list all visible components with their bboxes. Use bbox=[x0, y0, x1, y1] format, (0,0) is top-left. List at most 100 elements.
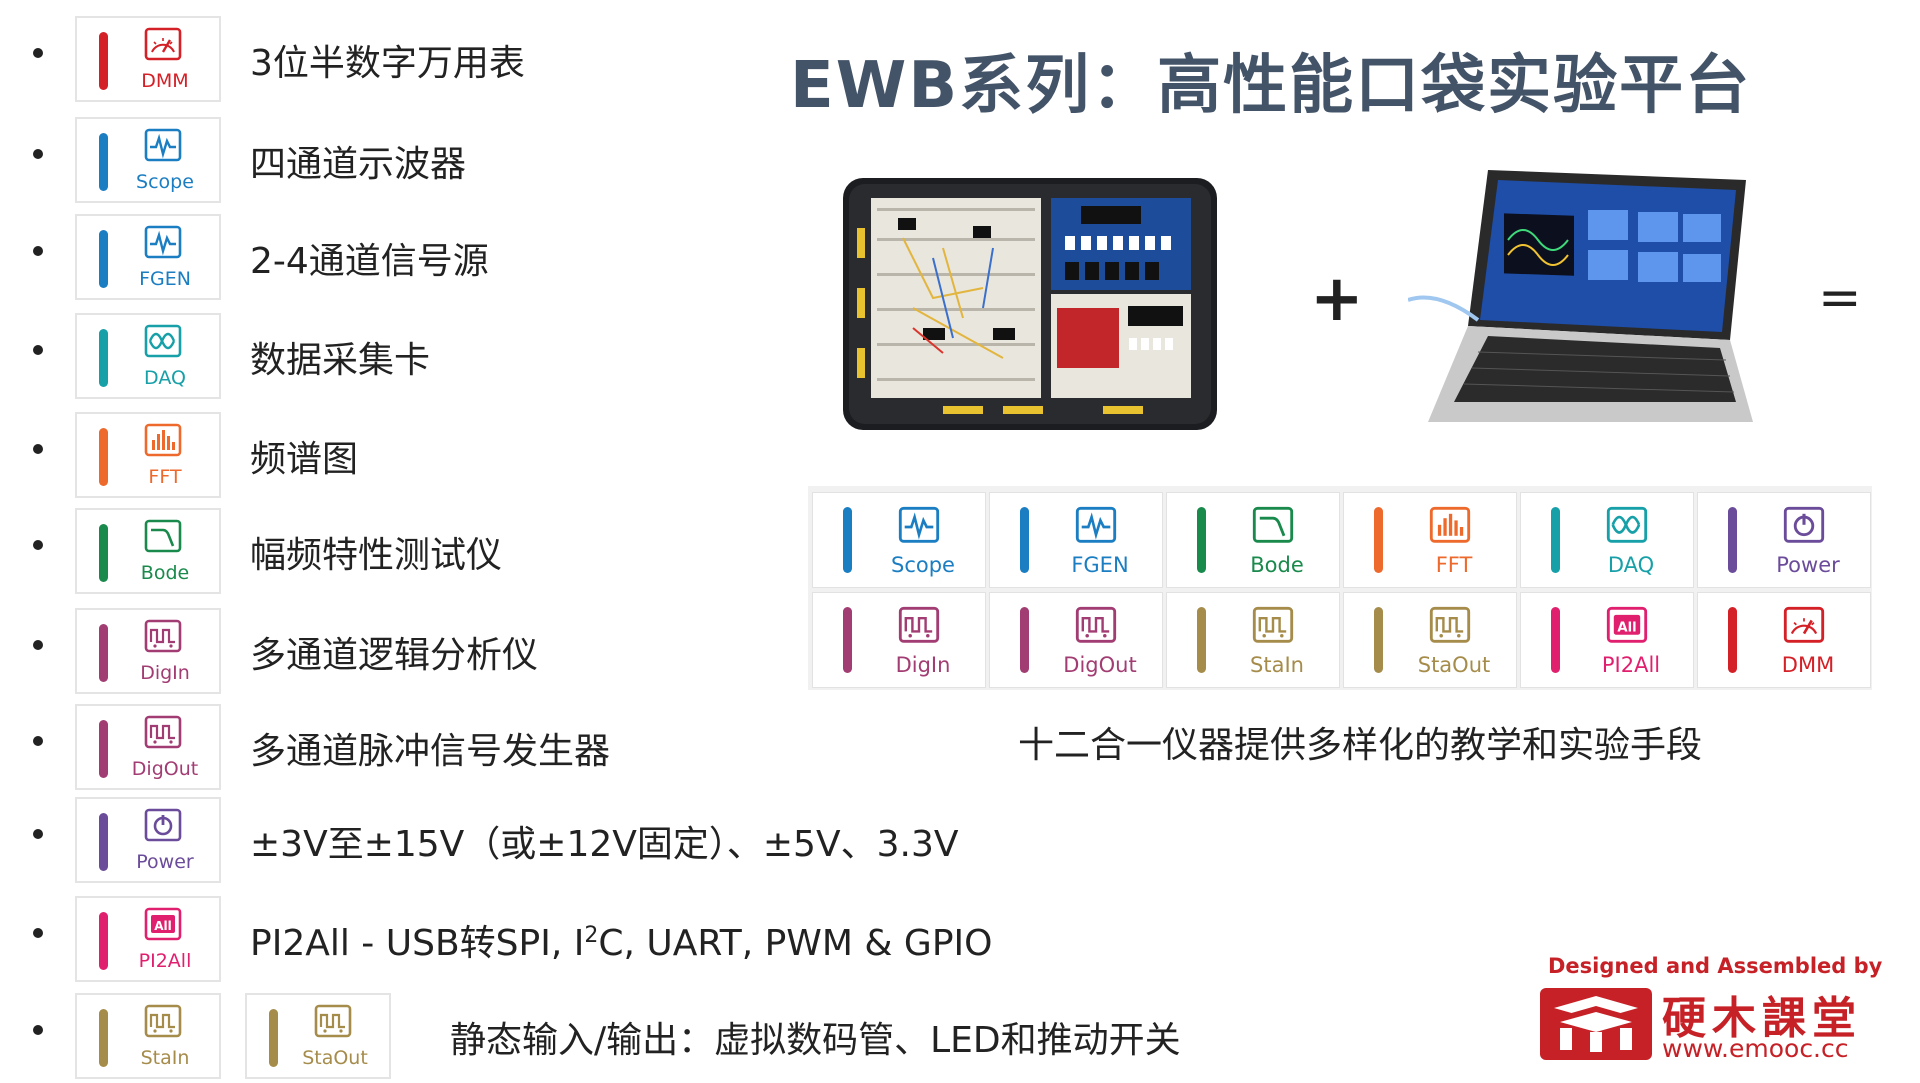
waveform-icon bbox=[143, 127, 183, 167]
page-title: EWB系列：高性能口袋实验平台 bbox=[790, 49, 1752, 123]
instrument-tile-daq[interactable]: DAQ bbox=[75, 313, 221, 399]
instrument-tile-scope[interactable]: Scope bbox=[812, 492, 986, 588]
feature-description: 静态输入/输出：虚拟数码管、LED和推动开关 bbox=[450, 1020, 1181, 1061]
instrument-tile-bode[interactable]: Bode bbox=[1166, 492, 1340, 588]
svg-text:All: All bbox=[154, 919, 172, 933]
instrument-tile-power[interactable]: Power bbox=[1697, 492, 1871, 588]
instrument-tile-dmm[interactable]: DMM bbox=[1697, 592, 1871, 688]
bullet-icon bbox=[33, 829, 43, 839]
equals-sign: = bbox=[1818, 268, 1862, 328]
instrument-tile-staout[interactable]: StaOut bbox=[1343, 592, 1517, 688]
waveform-icon bbox=[143, 224, 183, 264]
brand-name: 硬木課堂 bbox=[1662, 993, 1862, 1044]
feature-description: 3位半数字万用表 bbox=[250, 43, 525, 84]
waveform-icon bbox=[897, 505, 941, 549]
brand-tagline: Designed and Assembled by bbox=[1548, 954, 1883, 978]
tile-label: PI2All bbox=[1601, 653, 1661, 677]
feature-description: 2-4通道信号源 bbox=[250, 241, 489, 282]
color-bar bbox=[269, 1009, 278, 1067]
instrument-tile-digin[interactable]: DigIn bbox=[75, 608, 221, 694]
digital-io-icon bbox=[897, 605, 941, 649]
feature-row: FFT 频谱图 bbox=[0, 412, 1040, 502]
bullet-icon bbox=[33, 640, 43, 650]
color-bar bbox=[99, 813, 108, 871]
color-bar bbox=[843, 507, 852, 573]
tile-label: DMM bbox=[1781, 653, 1835, 677]
color-bar bbox=[1374, 607, 1383, 673]
instrument-tile-daq[interactable]: DAQ bbox=[1520, 492, 1694, 588]
spectrum-icon bbox=[143, 422, 183, 462]
bullet-icon bbox=[33, 48, 43, 58]
instrument-tile-digout[interactable]: DigOut bbox=[75, 704, 221, 790]
power-icon bbox=[1782, 505, 1826, 549]
color-bar bbox=[99, 524, 108, 582]
waveform-icon bbox=[1074, 505, 1118, 549]
tile-label: DigIn bbox=[895, 653, 951, 677]
tile-label: StaIn bbox=[140, 1047, 190, 1069]
digital-io-icon bbox=[1428, 605, 1472, 649]
instrument-tile-staout[interactable]: StaOut bbox=[245, 993, 391, 1079]
feature-row: Bode 幅频特性测试仪 bbox=[0, 508, 1040, 598]
grid-caption: 十二合一仪器提供多样化的教学和实验手段 bbox=[1018, 725, 1703, 766]
instrument-tile-fft[interactable]: FFT bbox=[75, 412, 221, 498]
tile-label: FGEN bbox=[1071, 553, 1129, 577]
power-icon bbox=[143, 807, 183, 847]
tile-label: Bode bbox=[140, 562, 190, 584]
instrument-tile-power[interactable]: Power bbox=[75, 797, 221, 883]
superscript: 2 bbox=[584, 923, 599, 948]
instrument-tile-fgen[interactable]: FGEN bbox=[75, 214, 221, 300]
tile-label: Power bbox=[136, 851, 194, 873]
bullet-icon bbox=[33, 246, 43, 256]
tile-label: Scope bbox=[891, 553, 955, 577]
instrument-tile-stain[interactable]: StaIn bbox=[75, 993, 221, 1079]
brand-block: Designed and Assembled by 硬木課堂 www.emooc… bbox=[1540, 954, 1883, 1074]
tile-label: DAQ bbox=[144, 367, 186, 389]
sine-wave-icon bbox=[1605, 505, 1649, 549]
color-bar bbox=[99, 428, 108, 486]
feature-description: 四通道示波器 bbox=[250, 144, 467, 185]
ewb-board-image bbox=[843, 178, 1217, 430]
color-bar bbox=[99, 720, 108, 778]
feature-description: 频谱图 bbox=[250, 439, 359, 480]
feature-description: 幅频特性测试仪 bbox=[250, 535, 503, 576]
feature-description: ±3V至±15V（或±12V固定）、±5V、3.3V bbox=[250, 824, 959, 865]
instrument-tile-bode[interactable]: Bode bbox=[75, 508, 221, 594]
bode-plot-icon bbox=[1251, 505, 1295, 549]
bullet-icon bbox=[33, 444, 43, 454]
feature-row: FGEN 2-4通道信号源 bbox=[0, 214, 1040, 304]
color-bar bbox=[1551, 607, 1560, 673]
bode-plot-icon bbox=[143, 518, 183, 558]
bullet-icon bbox=[33, 1025, 43, 1035]
color-bar bbox=[1374, 507, 1383, 573]
instrument-tile-digout[interactable]: DigOut bbox=[989, 592, 1163, 688]
spectrum-icon bbox=[1428, 505, 1472, 549]
feature-row: Power ±3V至±15V（或±12V固定）、±5V、3.3V bbox=[0, 797, 1040, 887]
bullet-icon bbox=[33, 928, 43, 938]
feature-text-part: C, UART, PWM & GPIO bbox=[598, 923, 993, 964]
instrument-tile-fgen[interactable]: FGEN bbox=[989, 492, 1163, 588]
tile-label: DMM bbox=[141, 70, 189, 92]
color-bar bbox=[1197, 607, 1206, 673]
color-bar bbox=[99, 624, 108, 682]
tile-label: Scope bbox=[136, 171, 194, 193]
tile-label: StaIn bbox=[1250, 653, 1304, 677]
feature-row: StaIn StaOut 静态输入/输出：虚拟数码管、LED和推动开关 bbox=[0, 993, 1181, 1083]
instrument-tile-scope[interactable]: Scope bbox=[75, 117, 221, 203]
color-bar bbox=[1728, 507, 1737, 573]
color-bar bbox=[1020, 607, 1029, 673]
instrument-tile-dmm[interactable]: DMM bbox=[75, 16, 221, 102]
instrument-tile-digin[interactable]: DigIn bbox=[812, 592, 986, 688]
instrument-tile-stain[interactable]: StaIn bbox=[1166, 592, 1340, 688]
feature-description: 多通道逻辑分析仪 bbox=[250, 635, 539, 676]
brand-url[interactable]: www.emooc.cc bbox=[1662, 1034, 1849, 1063]
tile-label: DigIn bbox=[140, 662, 190, 684]
color-bar bbox=[99, 912, 108, 970]
instrument-tile-fft[interactable]: FFT bbox=[1343, 492, 1517, 588]
digital-io-icon bbox=[143, 1003, 183, 1043]
all-icon: All bbox=[143, 906, 183, 946]
